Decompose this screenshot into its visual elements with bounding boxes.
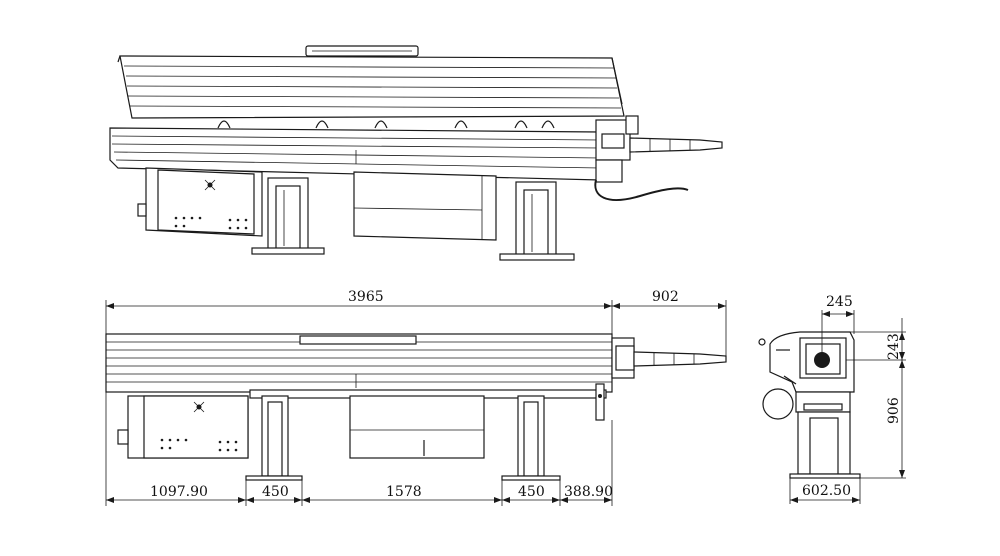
dim-right-overhang: 388.90: [564, 484, 613, 500]
dim-base-width: 602.50: [802, 483, 851, 499]
dim-extension: 902: [652, 289, 679, 305]
dim-left-base: 450: [262, 484, 289, 500]
dimension-arrows: [106, 303, 905, 503]
front-view: [105, 333, 727, 481]
dim-span: 1578: [386, 484, 422, 500]
left-stand: [251, 177, 325, 255]
center-tray: [353, 171, 497, 241]
dim-overall-length: 3965: [348, 289, 384, 305]
open-lid: [117, 45, 625, 119]
lid-hinges: [217, 120, 555, 129]
dim-left-overhang: 1097.90: [150, 484, 208, 500]
right-stand: [499, 181, 575, 261]
control-cabinet: [137, 167, 263, 237]
isometric-view: [109, 45, 723, 261]
side-view: [758, 331, 861, 479]
dim-top-height: 243: [886, 333, 902, 360]
front-dimensions: [105, 300, 727, 506]
dim-top-width: 245: [826, 294, 853, 310]
dim-right-base: 450: [518, 484, 545, 500]
dim-height: 906: [886, 397, 902, 424]
head-end: [595, 115, 639, 183]
spindle-extension: [629, 137, 723, 153]
cable: [594, 179, 689, 201]
